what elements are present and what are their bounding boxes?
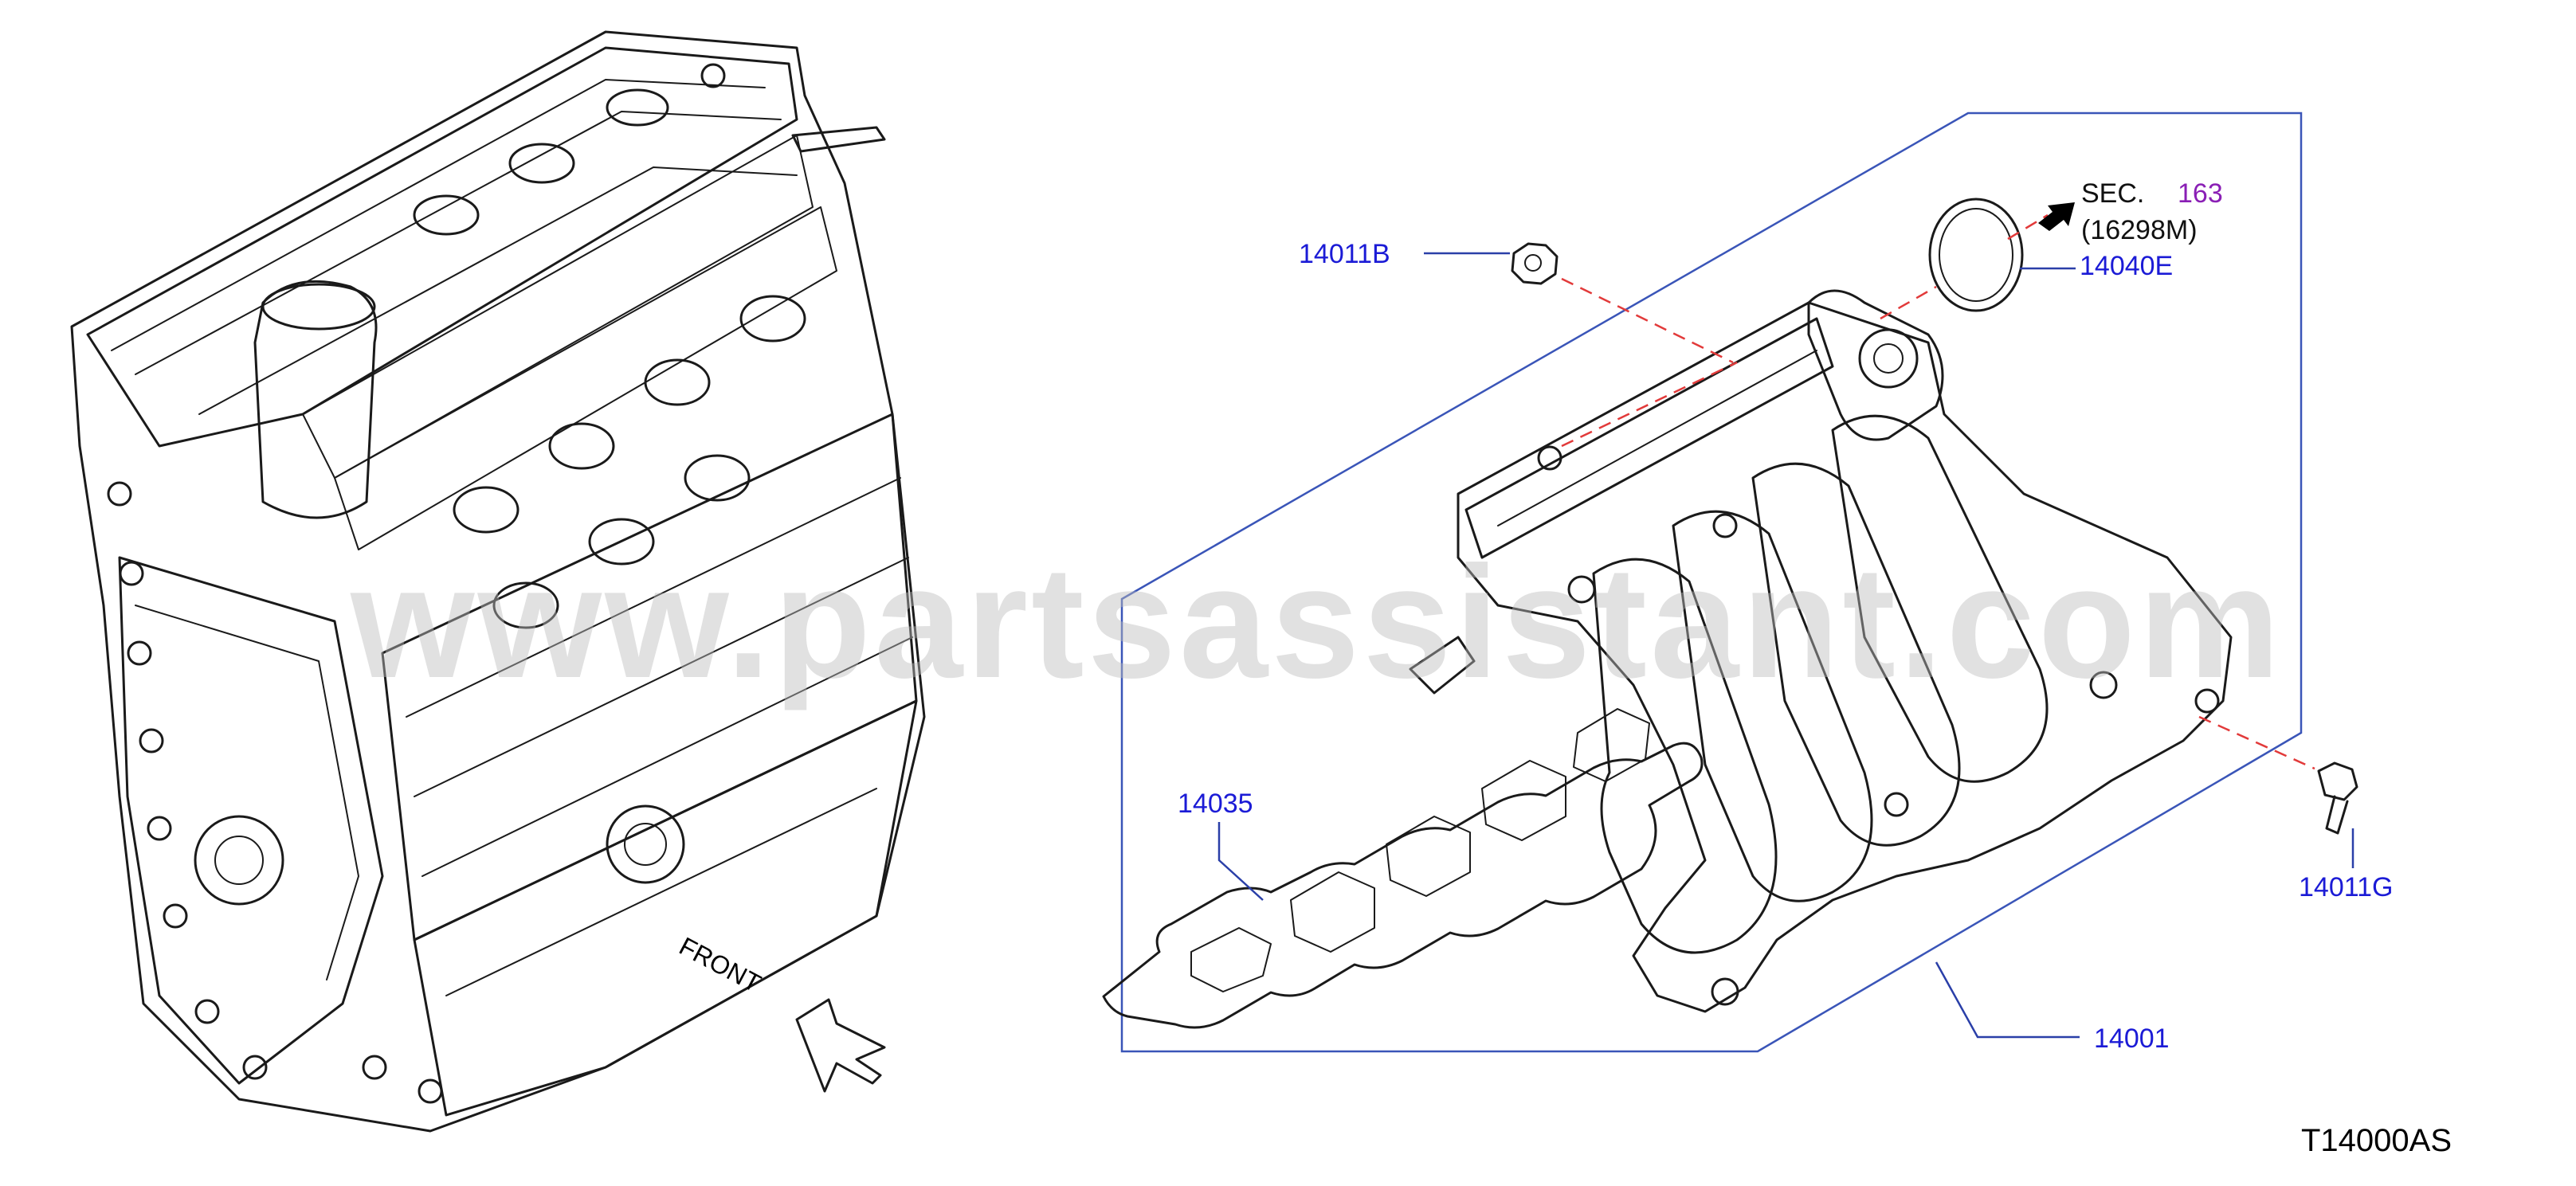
watermark: www.partsassistant.com xyxy=(350,534,2284,711)
part-label-14040e[interactable]: 14040E xyxy=(2080,251,2173,281)
assembly-line-14011b xyxy=(1561,277,1734,364)
section-ref-prefix: SEC. xyxy=(2081,178,2144,209)
front-label: FRONT xyxy=(675,931,766,998)
engine-illustration xyxy=(70,30,926,1133)
section-ref-link[interactable]: 163 xyxy=(2178,178,2223,209)
assembly-line-ring xyxy=(1880,285,1937,320)
assembly-line-14011b-b xyxy=(1561,361,1738,448)
part-label-14001[interactable]: 14001 xyxy=(2094,1024,2170,1054)
part-label-14011g[interactable]: 14011G xyxy=(2299,872,2393,902)
bolt-14011g-illustration[interactable] xyxy=(2317,761,2358,835)
leader-14001 xyxy=(1935,961,2080,1039)
section-arrow-icon[interactable] xyxy=(2038,202,2075,231)
section-ref-sub: (16298M) xyxy=(2081,215,2198,245)
part-label-14035[interactable]: 14035 xyxy=(1178,789,1253,819)
part-label-14011b[interactable]: 14011B xyxy=(1299,239,1390,269)
assembly-line-sec xyxy=(2007,213,2049,241)
assembly-line-14011g xyxy=(2198,715,2315,770)
manifold-group-frame xyxy=(1120,112,2303,1053)
diagram-id: T14000AS xyxy=(2301,1123,2452,1158)
bolt-14011b-illustration[interactable] xyxy=(1511,242,1559,285)
ring-gasket-14040e-illustration[interactable] xyxy=(1928,198,2024,312)
leader-14035 xyxy=(1217,822,1264,901)
intake-manifold-illustration[interactable] xyxy=(1409,289,2233,1013)
manifold-gasket-illustration[interactable] xyxy=(1102,708,1704,1029)
